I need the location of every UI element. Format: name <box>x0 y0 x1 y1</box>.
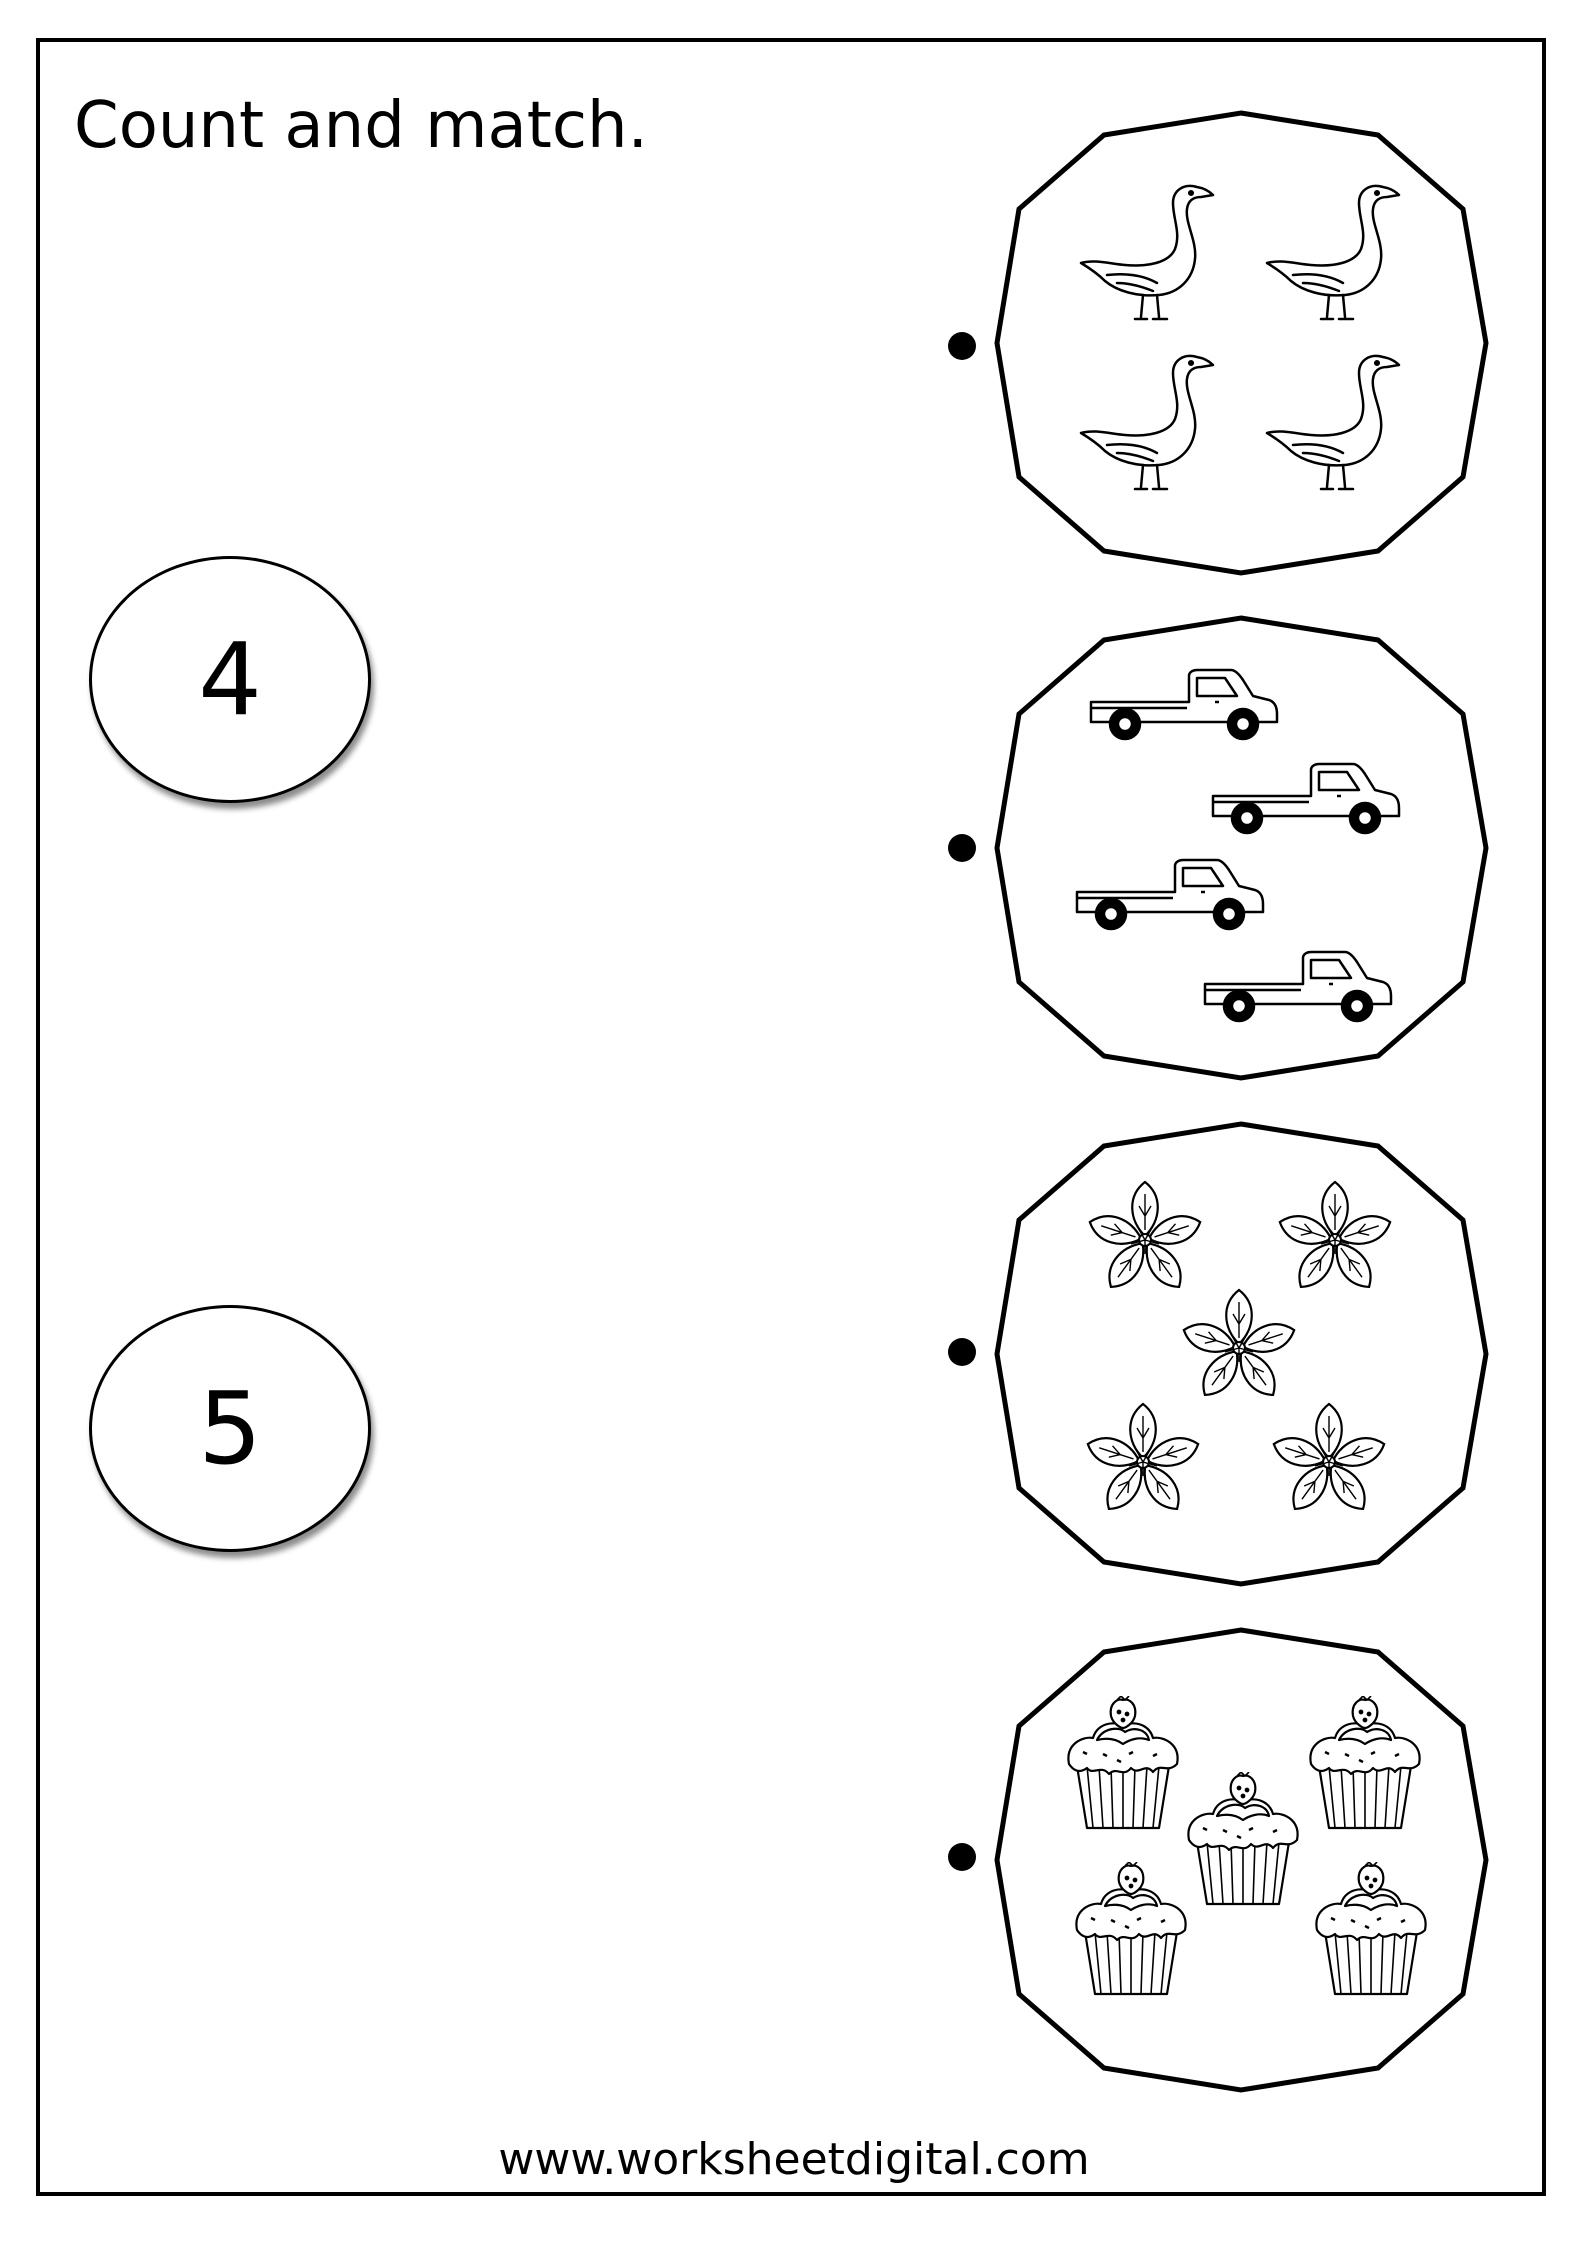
match-dot-geese[interactable] <box>948 332 976 360</box>
truck-icon <box>1203 950 1393 1023</box>
cupcake-icon <box>1075 1862 1187 1996</box>
match-dot-cupcakes[interactable] <box>948 1843 976 1871</box>
cupcake-icon <box>1315 1862 1427 1996</box>
goose-icon <box>1265 184 1401 321</box>
number-label: 5 <box>198 1369 262 1487</box>
truck-icon <box>1089 668 1279 741</box>
flower-icon <box>1175 1284 1303 1412</box>
cupcake-icon <box>1187 1772 1299 1906</box>
goose-icon <box>1079 354 1215 491</box>
goose-icon <box>1079 184 1215 321</box>
cupcake-icon <box>1309 1696 1421 1830</box>
flower-icon <box>1265 1398 1393 1526</box>
truck-icon <box>1211 762 1401 835</box>
picture-group-geese[interactable] <box>993 109 1490 577</box>
flower-icon <box>1079 1398 1207 1526</box>
footer-url: www.worksheetdigital.com <box>498 2134 1090 2185</box>
number-oval-4[interactable]: 4 <box>89 556 371 803</box>
truck-icon <box>1075 858 1265 931</box>
picture-group-flowers[interactable] <box>993 1120 1490 1588</box>
number-oval-5[interactable]: 5 <box>89 1305 371 1552</box>
match-dot-flowers[interactable] <box>948 1338 976 1366</box>
worksheet-title: Count and match. <box>74 89 648 163</box>
picture-group-trucks[interactable] <box>993 614 1490 1082</box>
number-label: 4 <box>198 620 262 738</box>
match-dot-trucks[interactable] <box>948 834 976 862</box>
decagon-frame <box>993 109 1490 577</box>
worksheet-border <box>36 38 1546 2196</box>
cupcake-icon <box>1067 1696 1179 1830</box>
picture-group-cupcakes[interactable] <box>993 1626 1490 2094</box>
goose-icon <box>1265 354 1401 491</box>
